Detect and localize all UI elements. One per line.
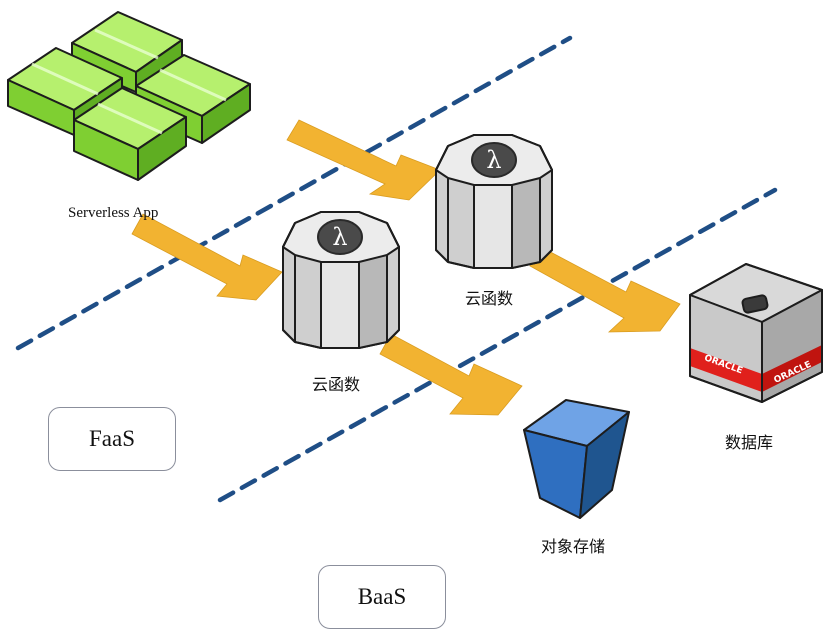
arrow-app-to-function <box>131 213 283 301</box>
database-icon <box>689 263 823 403</box>
baas-label: BaaS <box>357 584 407 609</box>
faas-divider-line <box>15 35 573 351</box>
faas-label-box: FaaS <box>48 407 176 471</box>
cloud-function-upper-label: 云函数 <box>465 289 514 308</box>
lambda-badge-upper <box>471 142 517 178</box>
divider-lines <box>15 35 778 503</box>
arrow-to-upper-function <box>286 119 441 201</box>
object-storage-label: 对象存储 <box>541 537 606 556</box>
serverless-app-icon <box>7 11 251 181</box>
cloud-function-upper-icon <box>435 134 553 269</box>
flow-arrows <box>131 119 681 416</box>
lambda-symbol-lower: λ <box>332 223 347 251</box>
cloud-function-lower-icon <box>282 211 400 349</box>
cloud-function-lower-label: 云函数 <box>312 375 361 394</box>
lambda-badge-lower <box>317 219 363 255</box>
baas-divider-line <box>217 187 778 503</box>
database-label: 数据库 <box>725 433 774 452</box>
database-top-slot <box>741 294 769 314</box>
object-storage-icon <box>523 399 630 519</box>
arrow-function-to-database <box>529 246 681 333</box>
lambda-symbol-upper: λ <box>486 146 501 174</box>
baas-label-box: BaaS <box>318 565 446 629</box>
faas-label: FaaS <box>89 426 135 451</box>
serverless-app-label: Serverless App <box>68 205 159 221</box>
arrow-function-to-storage <box>379 333 523 416</box>
